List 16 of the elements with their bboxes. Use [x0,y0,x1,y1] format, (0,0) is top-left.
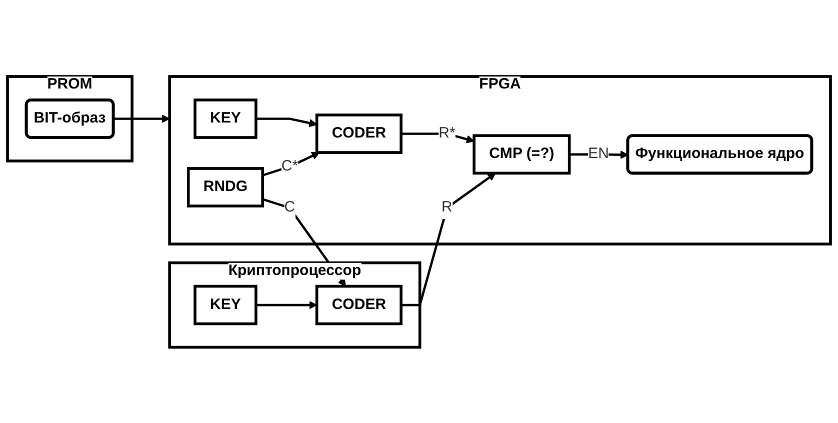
node-box: CMP (=?) [472,134,571,174]
edge-label: EN [588,146,609,162]
arrow [256,117,318,127]
arrow [401,172,496,306]
node-box: RNDG [186,166,264,208]
edge-label: R* [438,124,456,141]
arrow [113,114,170,122]
node-box: KEY [194,98,258,139]
edge-label: R [442,199,452,216]
arrow [262,152,320,176]
arrow [256,300,318,309]
node-box: CODER [315,113,402,154]
arrow [401,132,474,143]
node-box: KEY [194,284,258,325]
edge-label: C* [281,158,298,174]
edge-label: C [284,199,296,216]
